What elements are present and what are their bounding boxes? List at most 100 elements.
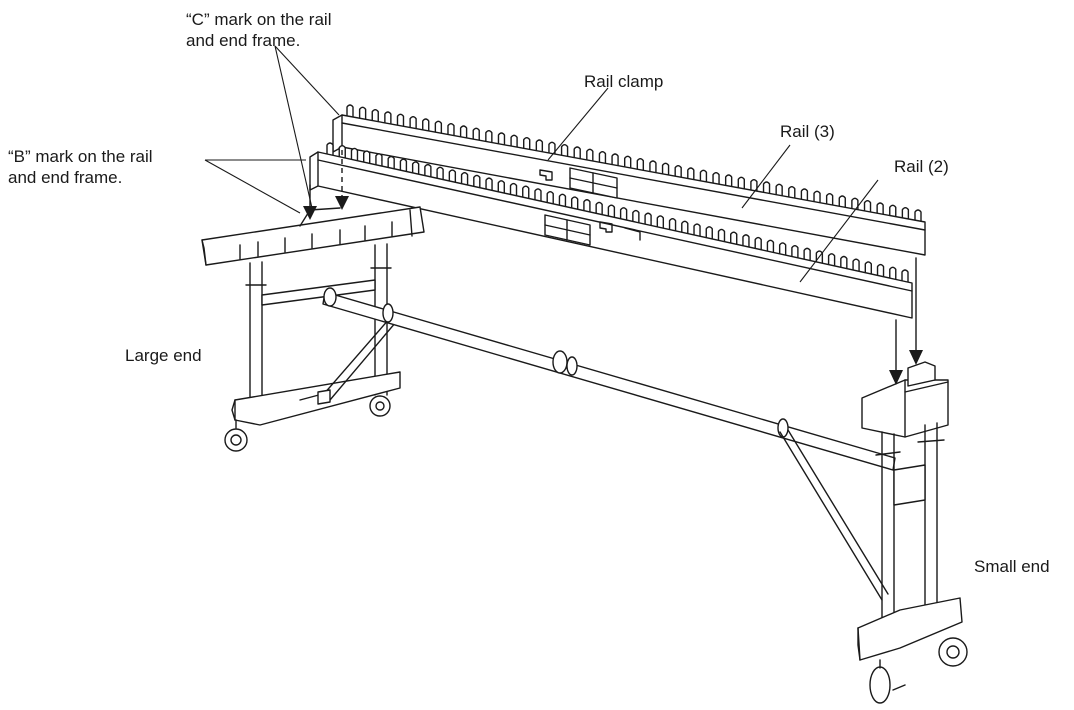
c-mark-label-line2: and end frame.	[186, 31, 301, 50]
rail-peg	[876, 263, 885, 279]
rail-peg	[712, 171, 720, 187]
small-end-label: Small end	[974, 557, 1050, 576]
rail-peg	[573, 146, 581, 161]
rail-peg	[424, 163, 432, 179]
rail-peg	[791, 244, 799, 260]
rail-peg	[750, 178, 758, 194]
rail-peg	[350, 147, 359, 163]
rail-2-label: Rail (2)	[894, 157, 949, 176]
leader-lines	[204, 45, 879, 283]
rail-peg	[632, 209, 640, 225]
rail-peg	[825, 192, 834, 208]
rail-peg	[409, 115, 417, 131]
rail-peg	[668, 217, 677, 233]
rail-peg	[522, 185, 530, 200]
rail-peg	[558, 193, 567, 209]
rail-3-pegs	[346, 104, 922, 224]
rail-peg	[775, 183, 783, 199]
rail-peg	[387, 155, 395, 171]
rail-peg	[687, 167, 695, 182]
rail-peg	[497, 180, 505, 195]
large-end-frame	[201, 206, 425, 452]
rail-peg	[661, 162, 670, 178]
rail-peg	[623, 155, 632, 171]
rail-peg	[448, 169, 457, 184]
b-mark-label-line1: “B” mark on the rail	[8, 147, 153, 166]
rail-peg	[681, 220, 689, 236]
rail-peg	[852, 258, 860, 273]
rail-peg	[838, 195, 846, 210]
rail-peg	[778, 242, 787, 257]
rail-peg	[619, 207, 628, 222]
rail-peg	[485, 177, 493, 192]
rail-3-label: Rail (3)	[780, 122, 835, 141]
rail-peg	[523, 136, 531, 152]
rail-peg	[535, 139, 544, 154]
rail-peg	[346, 104, 354, 119]
rail-peg	[460, 172, 469, 187]
rail-peg	[384, 111, 392, 126]
rail-peg	[396, 113, 405, 129]
rail-peg	[644, 212, 652, 227]
rail-peg	[546, 190, 554, 206]
rail-peg	[473, 174, 481, 190]
rail-peg	[497, 132, 506, 147]
rail-peg	[766, 239, 775, 254]
rail-peg	[876, 202, 884, 217]
rail-peg	[803, 247, 811, 263]
rail-peg	[399, 158, 408, 173]
rail-peg	[485, 129, 493, 145]
rail-peg	[901, 269, 909, 284]
rail-peg	[863, 199, 872, 215]
rail-peg	[560, 143, 569, 159]
rail-peg	[509, 182, 518, 198]
rail-peg	[436, 166, 444, 182]
rail-peg	[813, 190, 821, 206]
rail-peg	[705, 226, 713, 241]
rail-peg	[656, 215, 665, 230]
rail-peg	[459, 125, 468, 140]
rail-peg	[636, 157, 645, 173]
rail-peg	[693, 223, 701, 238]
rail-peg	[762, 181, 771, 196]
rail-peg	[472, 127, 480, 143]
rail-peg	[889, 266, 897, 281]
rail-peg	[595, 201, 603, 217]
rail-peg	[570, 196, 579, 211]
rail-peg	[730, 231, 738, 246]
rail-peg	[717, 228, 726, 244]
rail-3	[332, 104, 926, 256]
rail-peg	[586, 148, 594, 164]
c-mark-label-line1: “C” mark on the rail	[186, 10, 332, 29]
rail-peg	[742, 234, 750, 249]
rail-peg	[363, 150, 371, 165]
rail-peg	[447, 122, 455, 138]
rail-peg	[827, 253, 836, 268]
rail-peg	[422, 118, 430, 133]
rail-clamp-label: Rail clamp	[584, 72, 664, 91]
rail-peg	[840, 255, 848, 271]
rail-peg	[375, 153, 383, 168]
rail-peg	[864, 261, 872, 276]
rail-peg	[510, 134, 518, 150]
rail-peg	[737, 176, 745, 192]
rail-peg	[598, 150, 607, 166]
rail-peg	[411, 161, 420, 176]
rail-peg	[583, 199, 591, 214]
rail-peg	[649, 160, 657, 175]
rail-peg	[788, 185, 796, 201]
rail-peg	[371, 108, 379, 124]
b-mark-label-line2: and end frame.	[8, 168, 123, 187]
rail-peg	[548, 141, 556, 157]
rail-peg	[611, 153, 619, 168]
small-end-frame	[779, 361, 968, 704]
connecting-bar	[322, 287, 896, 471]
rail-2-pegs	[326, 142, 909, 284]
insertion-arrows	[303, 150, 923, 385]
rail-2	[309, 142, 913, 319]
rail-peg	[724, 174, 733, 189]
rail-peg	[674, 164, 682, 180]
rail-peg	[800, 188, 809, 203]
